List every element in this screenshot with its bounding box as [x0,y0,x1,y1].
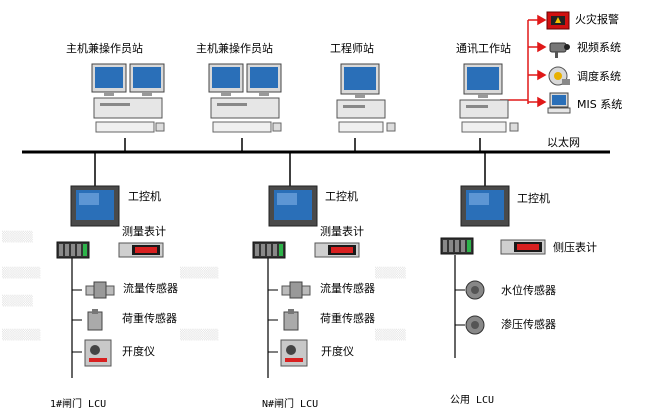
fire-alarm-icon [546,11,570,30]
sensor-label: 水位传感器 [501,284,556,297]
sensor-label: 流量传感器 [123,282,178,295]
ipc-label: 工控机 [517,192,550,205]
ipc-label: 工控机 [128,190,161,203]
engineer-workstation-icon [336,63,396,133]
sensor-label: 荷重传感器 [320,312,375,325]
station-2-label: 主机兼操作员站 [196,42,273,55]
external-system-label: 视频系统 [577,41,621,54]
industrial-pc-icon [70,185,120,227]
water-level-sensor-icon [465,280,485,300]
sensor-label: 开度仪 [321,345,354,358]
lcu-name: 1#闸门 LCU [50,399,107,410]
external-system-label: MIS 系统 [577,98,623,111]
seepage-sensor-icon [465,315,485,335]
digital-meter-icon [314,242,360,258]
dispatch-icon [548,66,570,86]
external-system-label: 调度系统 [577,70,621,83]
sensor-label: 荷重传感器 [122,312,177,325]
dual-monitor-workstation-icon [208,63,282,133]
sensor-label: 渗压传感器 [501,318,556,331]
lcu-name: N#闸门 LCU [262,399,319,410]
ipc-label: 工控机 [325,190,358,203]
station-3-label: 工程师站 [330,42,374,55]
station-1-label: 主机兼操作员站 [66,42,143,55]
load-sensor-icon [87,309,103,331]
digital-meter-icon [118,242,164,258]
digital-meter-icon [500,239,546,255]
load-sensor-icon [283,309,299,331]
industrial-pc-icon [268,185,318,227]
dual-monitor-workstation-icon [91,63,165,133]
industrial-pc-icon [460,185,510,227]
computer-icon [547,92,571,114]
camera-icon [549,42,570,58]
opening-meter-icon [280,339,308,367]
lcu-name: 公用 LCU [450,395,495,406]
flow-sensor-icon [281,281,311,299]
flow-sensor-icon [85,281,115,299]
station-4-label: 通讯工作站 [456,42,511,55]
plc-rack-icon [440,237,474,255]
plc-rack-icon [56,241,90,259]
opening-meter-icon [84,339,112,367]
meter-label: 测量表计 [320,225,364,238]
sensor-label: 开度仪 [122,345,155,358]
ethernet-label: 以太网 [547,136,580,149]
meter-label: 测量表计 [122,225,166,238]
meter-label: 侧压表计 [553,241,597,254]
communication-workstation-icon [459,63,519,133]
external-system-label: 火灾报警 [575,13,619,26]
external-links [500,14,547,108]
sensor-label: 流量传感器 [320,282,375,295]
plc-rack-icon [252,241,286,259]
